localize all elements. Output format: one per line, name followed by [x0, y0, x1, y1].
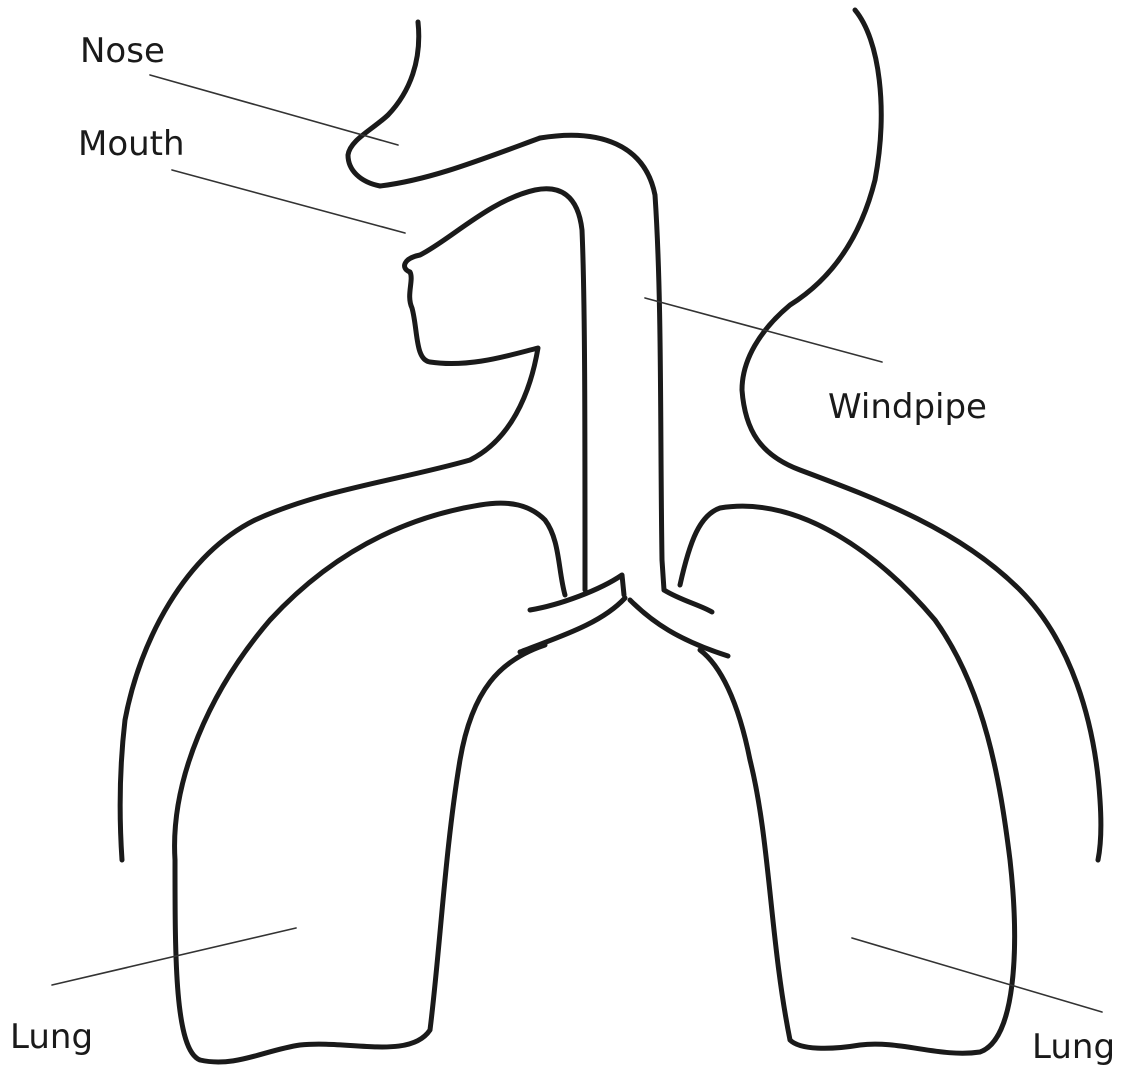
left-bronchus-upper — [530, 575, 624, 610]
nose-profile-outline — [348, 22, 540, 186]
left-bronchus-lower — [520, 598, 625, 652]
left-lung-label: Lung — [10, 1017, 93, 1057]
neck-back-outline — [742, 10, 1101, 860]
right-lung-label: Lung — [1032, 1027, 1115, 1067]
mouth-label: Mouth — [78, 124, 185, 164]
windpipe-outer-outline — [540, 135, 664, 590]
right-bronchus-upper — [664, 590, 712, 612]
right-lung-leader-line — [852, 938, 1102, 1012]
nose-leader-line — [150, 75, 398, 145]
left-lung-outline — [175, 503, 565, 1062]
nose-label: Nose — [80, 31, 165, 71]
windpipe-leader-line — [645, 298, 882, 362]
windpipe-label: Windpipe — [828, 387, 987, 427]
right-bronchus-lower — [630, 600, 728, 656]
mouth-leader-line — [172, 170, 405, 233]
